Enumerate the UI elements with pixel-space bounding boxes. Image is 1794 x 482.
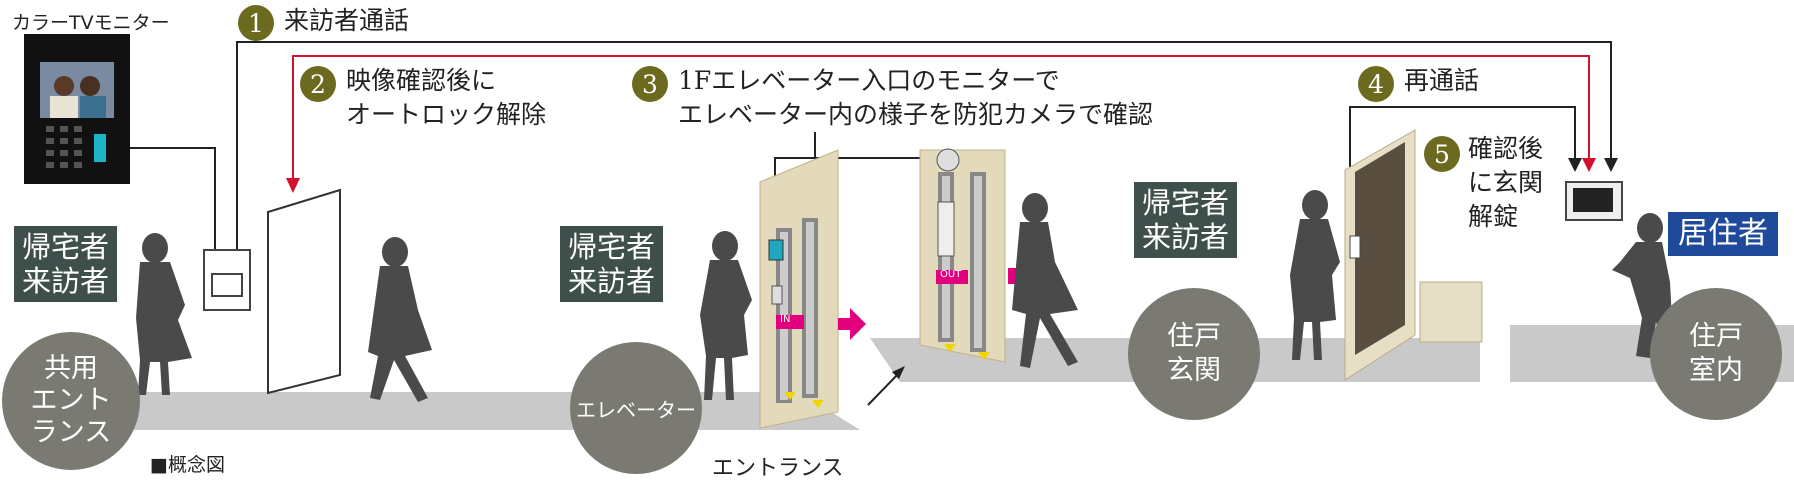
step-3-number: 3 [632, 66, 668, 102]
step-5-number: 5 [1424, 136, 1460, 172]
elevator-monitor-screen [768, 239, 784, 261]
step-5-text: 確認後 に玄関 解錠 [1468, 134, 1544, 231]
person-silhouette-elevator-left [700, 231, 752, 400]
in-arrow [838, 308, 866, 340]
step-1-text: 来訪者通話 [284, 6, 410, 35]
person-silhouette-walking [368, 237, 432, 402]
line-step2 [292, 55, 1590, 188]
arrowhead-step4 [1568, 158, 1582, 172]
visitor-box-elevator: 帰宅者 来訪者 [560, 226, 664, 302]
person-silhouette-elevator-right [1012, 193, 1078, 368]
step-2-text: 映像確認後に オートロック解除 [346, 66, 547, 129]
visitor-box-unit: 帰宅者 来訪者 [1134, 182, 1238, 258]
person-silhouette-entrance [136, 233, 192, 395]
arrowhead-step2-door [286, 178, 300, 193]
unit-entrance-door [1355, 142, 1405, 355]
line-monitor-panel [130, 147, 216, 250]
step-2-number: 2 [300, 66, 336, 102]
zone-elevator: エレベーター [570, 342, 702, 474]
shoe-cabinet [1419, 281, 1483, 343]
step-1-number: 1 [238, 5, 274, 41]
line-step4 [1349, 106, 1576, 224]
step-4-text: 再通話 [1404, 66, 1480, 95]
zone-unit-entrance: 住戸 玄関 [1128, 288, 1260, 420]
in-tag [776, 315, 804, 329]
step-3-text: 1Fエレベーター入口のモニターで エレベーター内の様子を防犯カメラで確認 [678, 66, 1154, 129]
resident-label: 居住者 [1668, 212, 1778, 256]
out-tag-label: OUT [940, 269, 962, 280]
entrance-intercom-panel [203, 249, 251, 311]
arrowhead-step1 [1604, 158, 1618, 172]
in-tag-label: IN [780, 314, 791, 325]
arrowhead-step2-monitor [1582, 158, 1596, 172]
visitor-box-entrance: 帰宅者 来訪者 [14, 226, 118, 302]
monitor-label: カラーTVモニター [12, 12, 170, 34]
floor-left [20, 392, 860, 430]
person-silhouette-unit-entrance [1290, 190, 1340, 360]
auto-lock-door [267, 188, 341, 395]
legend-label: ■概念図 [150, 454, 225, 476]
security-camera [936, 148, 960, 172]
zone-common-entrance: 共用 エント ランス [2, 332, 140, 470]
step-4-number: 4 [1358, 66, 1394, 102]
out-tag [936, 270, 968, 284]
zone-unit-interior: 住戸 室内 [1650, 288, 1782, 420]
elevator-door-inside [919, 149, 1006, 363]
tv-keypad [46, 126, 106, 168]
entrance-label: エントランス [712, 456, 844, 481]
line-step1 [236, 41, 1612, 250]
